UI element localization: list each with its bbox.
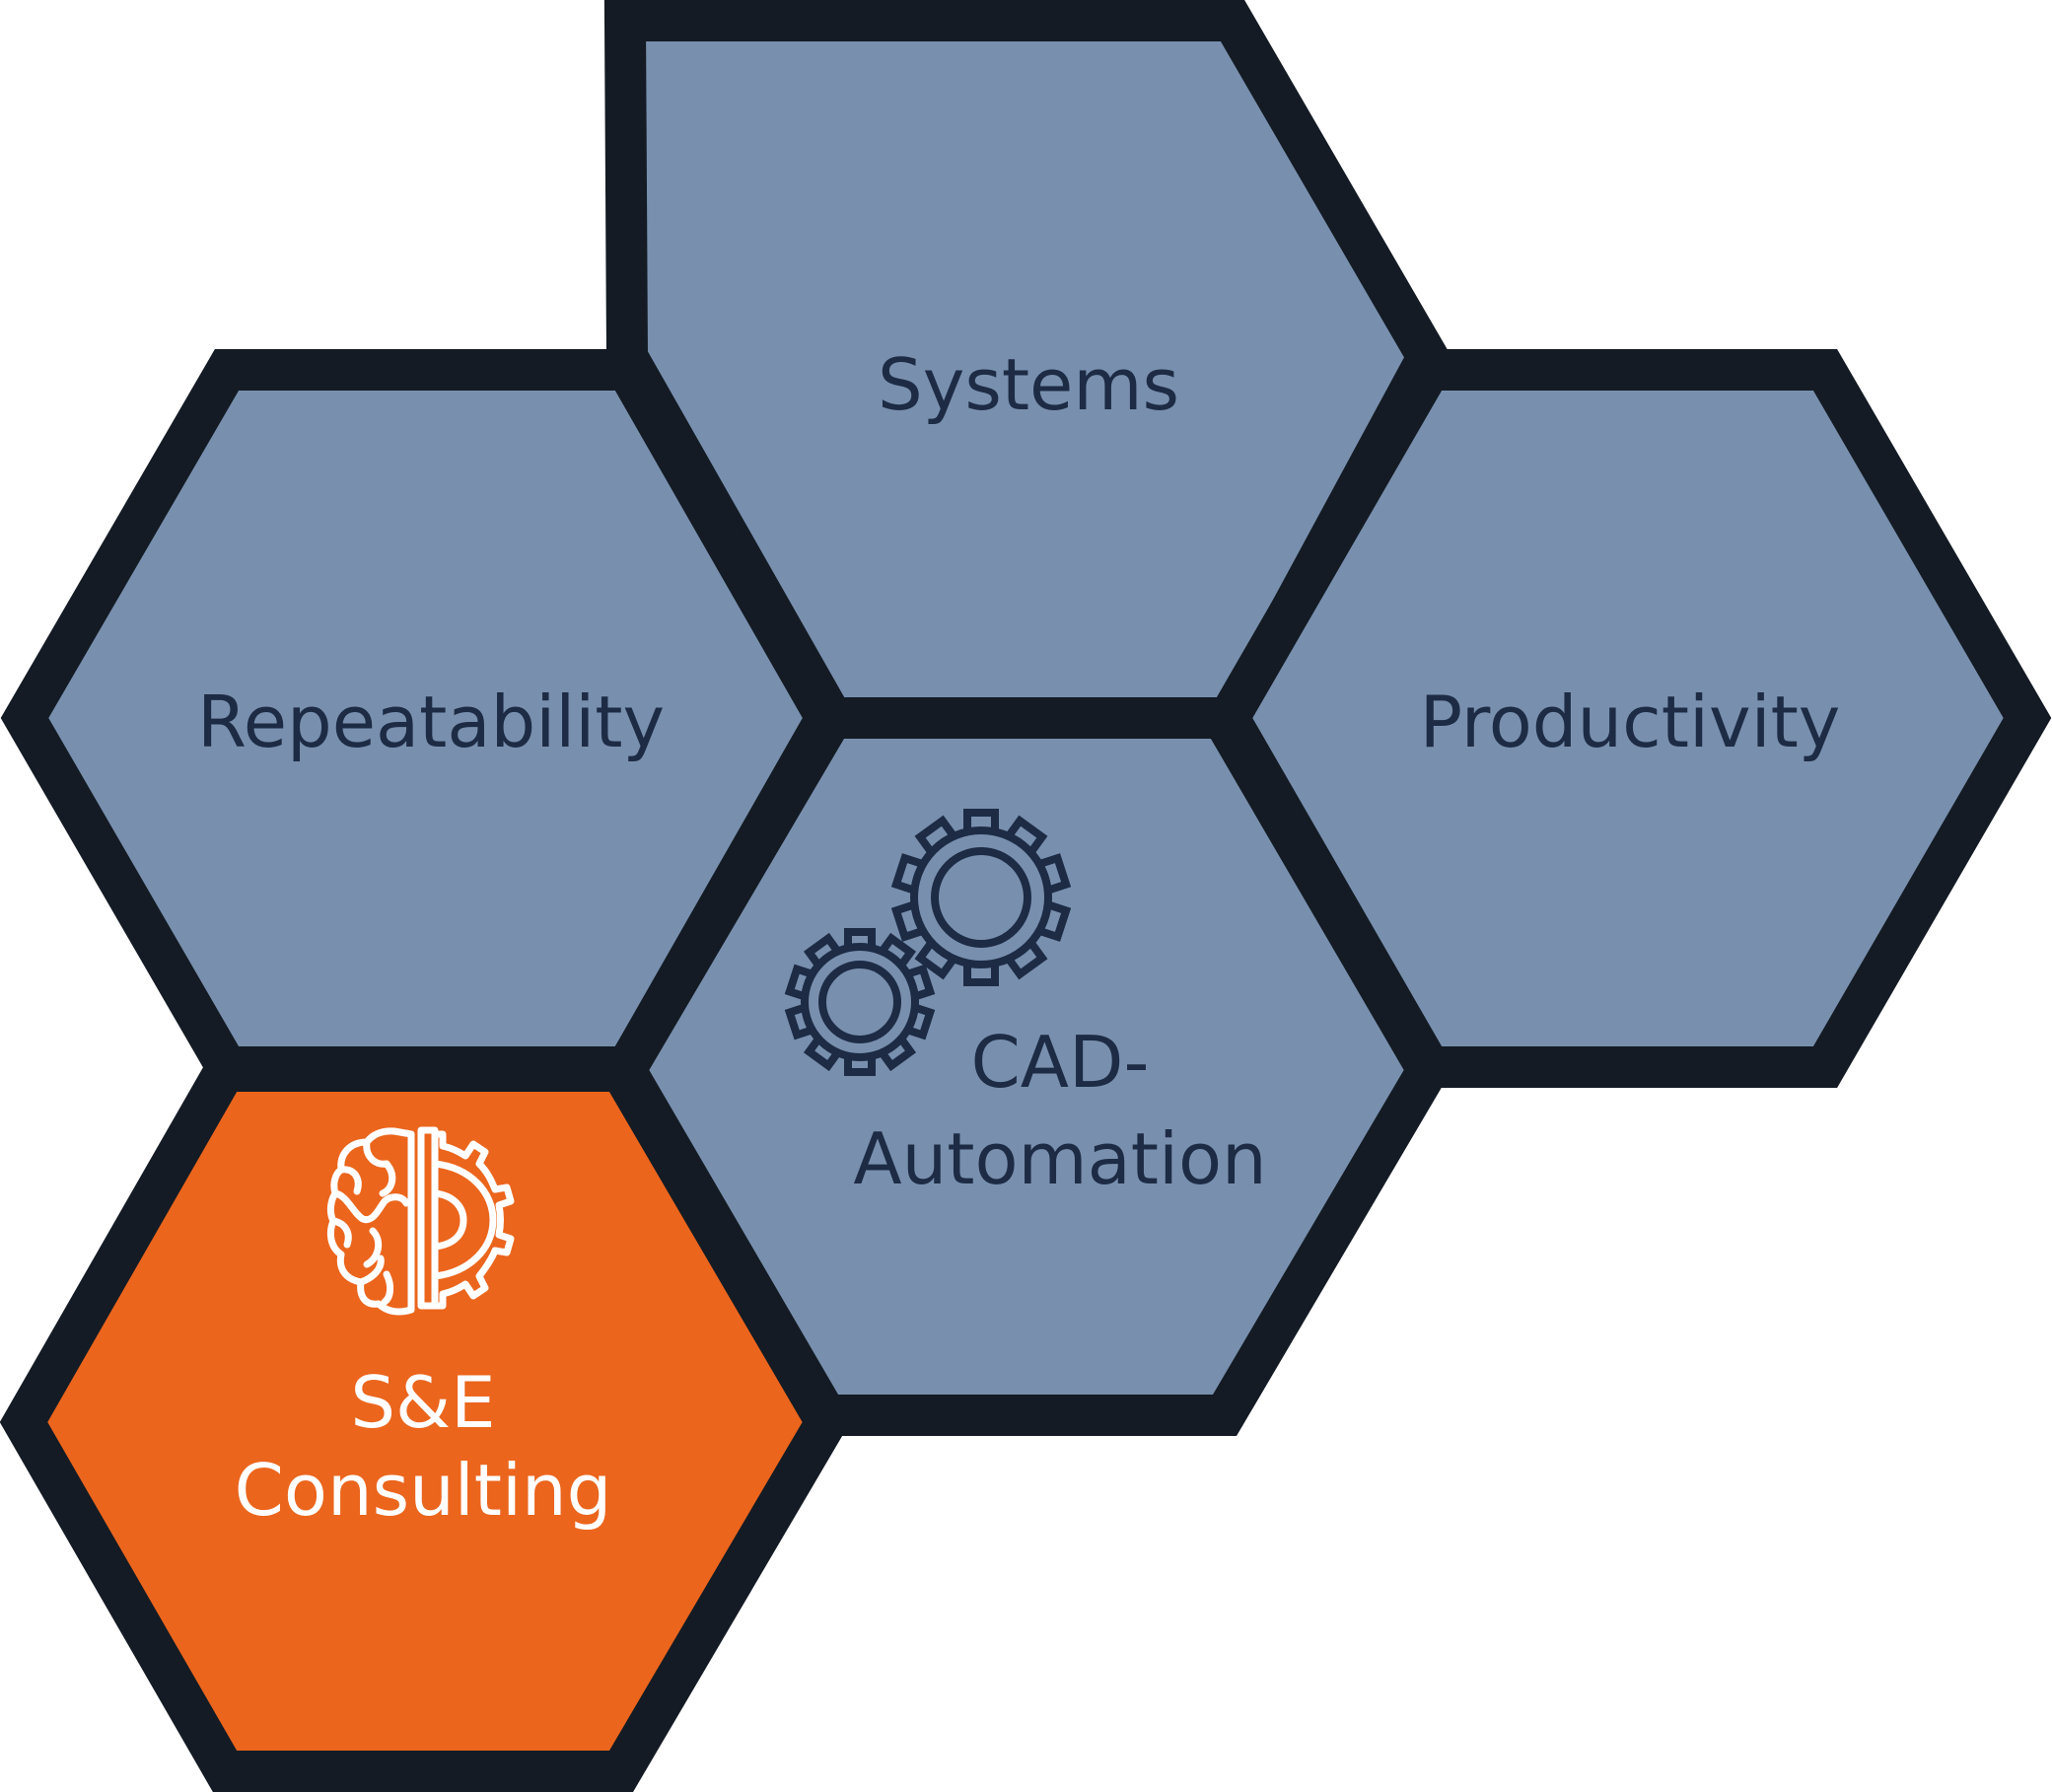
hex-productivity-label: Productivity xyxy=(1420,681,1841,763)
large-gear-icon xyxy=(890,809,1072,986)
hex-cad-label-line2: Automation xyxy=(853,1117,1266,1200)
hex-cad-label-line1: CAD- xyxy=(971,1021,1150,1104)
hex-consulting-label-line1: S&E xyxy=(350,1361,495,1444)
hex-repeatability-label: Repeatability xyxy=(197,681,665,763)
brain-gear-icon xyxy=(326,1126,515,1316)
hex-consulting-shape xyxy=(0,1050,851,1792)
hex-cad-automation: CAD- Automation xyxy=(601,697,1452,1436)
hex-consulting-label-line2: Consulting xyxy=(235,1449,612,1532)
hex-systems-label: Systems xyxy=(878,343,1179,426)
gear-half xyxy=(431,1130,515,1310)
small-gear-icon xyxy=(784,928,936,1076)
hex-se-consulting: S&E Consulting xyxy=(0,1050,851,1792)
gears-icon xyxy=(784,809,1072,1076)
